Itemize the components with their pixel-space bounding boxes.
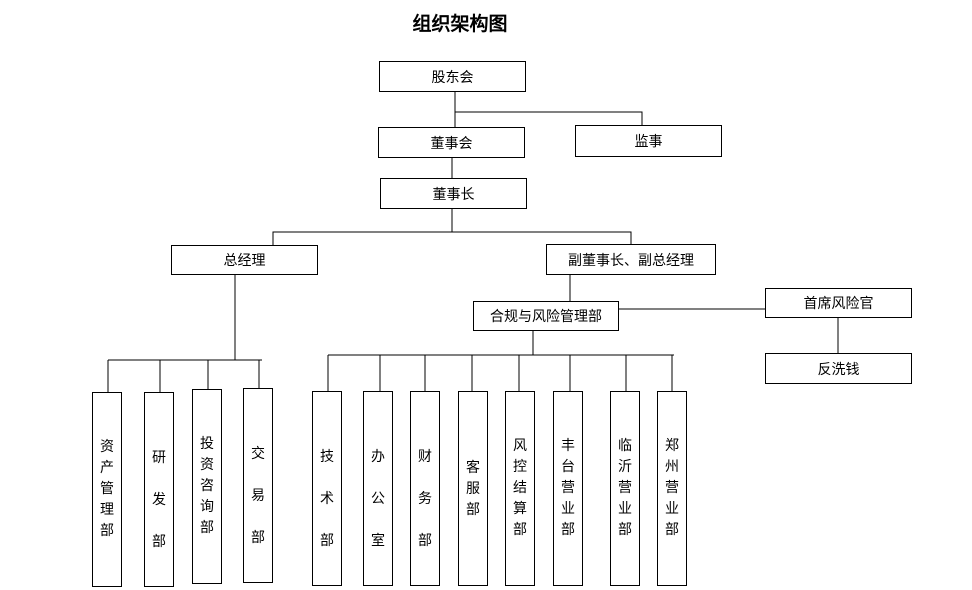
dept-label-char: 临 [618, 438, 632, 454]
dept-asset-management: 资产管理部 [92, 392, 122, 587]
dept-fengtai-branch: 丰台营业部 [553, 391, 583, 586]
dept-label-char: 营 [665, 480, 679, 496]
dept-label-char: 部 [513, 522, 527, 538]
dept-label-char: 资 [100, 439, 114, 455]
node-label: 股东会 [431, 69, 474, 86]
dept-label-char: 台 [561, 459, 575, 475]
dept-label-char: 咨 [200, 478, 214, 494]
dept-label: 投资咨询部 [193, 434, 221, 539]
dept-label-char: 易 [251, 488, 265, 504]
dept-label-char: 沂 [618, 459, 632, 475]
dept-label-char: 业 [561, 501, 575, 517]
dept-label: 办公室 [364, 436, 392, 562]
node-general-manager: 总经理 [171, 245, 318, 275]
node-vice-chairman: 副董事长、副总经理 [546, 244, 716, 275]
dept-zhengzhou-branch: 郑州营业部 [657, 391, 687, 586]
dept-label: 研发部 [145, 437, 173, 563]
dept-label-char: 部 [418, 533, 432, 549]
dept-finance: 财务部 [410, 391, 440, 586]
node-label: 董事会 [430, 135, 473, 152]
dept-label-char: 务 [418, 491, 432, 507]
dept-label-char: 客 [466, 460, 480, 476]
dept-label-char: 州 [665, 459, 679, 475]
dept-label-char: 研 [152, 450, 166, 466]
dept-office: 办公室 [363, 391, 393, 586]
node-label: 副董事长、副总经理 [568, 252, 694, 269]
node-chief-risk-officer: 首席风险官 [765, 288, 912, 318]
node-label: 首席风险官 [803, 296, 874, 312]
dept-label-char: 发 [152, 492, 166, 508]
dept-label-char: 丰 [561, 438, 575, 454]
dept-label: 丰台营业部 [554, 436, 582, 541]
node-board: 董事会 [378, 127, 525, 158]
node-label: 合规与风险管理部 [490, 309, 602, 325]
node-shareholders: 股东会 [379, 61, 526, 92]
dept-label-char: 部 [618, 522, 632, 538]
dept-label-char: 部 [320, 533, 334, 549]
node-compliance: 合规与风险管理部 [473, 301, 619, 331]
dept-label: 财务部 [411, 436, 439, 562]
dept-customer-service: 客服部 [458, 391, 488, 586]
dept-risk-settlement: 风控结算部 [505, 391, 535, 586]
dept-label: 客服部 [459, 458, 487, 521]
node-label: 董事长 [432, 186, 475, 203]
dept-label-char: 部 [561, 522, 575, 538]
dept-label-char: 业 [665, 501, 679, 517]
dept-label: 技术部 [313, 436, 341, 562]
dept-label: 交易部 [244, 433, 272, 559]
dept-label-char: 公 [371, 491, 385, 507]
dept-label-char: 询 [200, 499, 214, 515]
dept-label-char: 技 [320, 449, 334, 465]
dept-label-char: 部 [200, 520, 214, 536]
dept-label-char: 郑 [665, 438, 679, 454]
node-supervisor: 监事 [575, 125, 722, 157]
node-chairman: 董事长 [380, 178, 527, 209]
page-title: 组织架构图 [412, 13, 508, 35]
connector [272, 231, 632, 246]
dept-label-char: 资 [200, 457, 214, 473]
dept-label-char: 部 [100, 523, 114, 539]
dept-trading: 交易部 [243, 388, 273, 583]
node-label: 监事 [634, 134, 663, 150]
dept-label-char: 部 [152, 534, 166, 550]
dept-investment-consulting: 投资咨询部 [192, 389, 222, 584]
dept-label-char: 服 [466, 481, 480, 497]
dept-label-char: 部 [466, 502, 480, 518]
dept-label-char: 投 [200, 436, 214, 452]
dept-label: 资产管理部 [93, 437, 121, 542]
dept-label-char: 室 [371, 533, 385, 549]
dept-label-char: 营 [561, 480, 575, 496]
connector [455, 111, 643, 126]
dept-label-char: 办 [371, 449, 385, 465]
dept-label-char: 营 [618, 480, 632, 496]
dept-label-char: 风 [513, 438, 527, 454]
dept-label-char: 算 [513, 501, 527, 517]
node-label: 反洗钱 [817, 361, 860, 378]
dept-label: 风控结算部 [506, 436, 534, 541]
dept-label: 郑州营业部 [658, 436, 686, 541]
dept-label-char: 控 [513, 459, 527, 475]
dept-label-char: 结 [513, 480, 527, 496]
dept-label-char: 管 [100, 481, 114, 497]
dept-label-char: 产 [100, 460, 114, 476]
dept-label-char: 交 [251, 446, 265, 462]
dept-label-char: 业 [618, 501, 632, 517]
dept-research: 研发部 [144, 392, 174, 587]
dept-label-char: 财 [418, 449, 432, 465]
dept-linyi-branch: 临沂营业部 [610, 391, 640, 586]
dept-label: 临沂营业部 [611, 436, 639, 541]
dept-technology: 技术部 [312, 391, 342, 586]
dept-label-char: 理 [100, 502, 114, 518]
dept-label-char: 部 [665, 522, 679, 538]
node-label: 总经理 [223, 253, 266, 269]
dept-label-char: 术 [320, 491, 334, 507]
dept-label-char: 部 [251, 530, 265, 546]
node-anti-money-laundering: 反洗钱 [765, 353, 912, 384]
